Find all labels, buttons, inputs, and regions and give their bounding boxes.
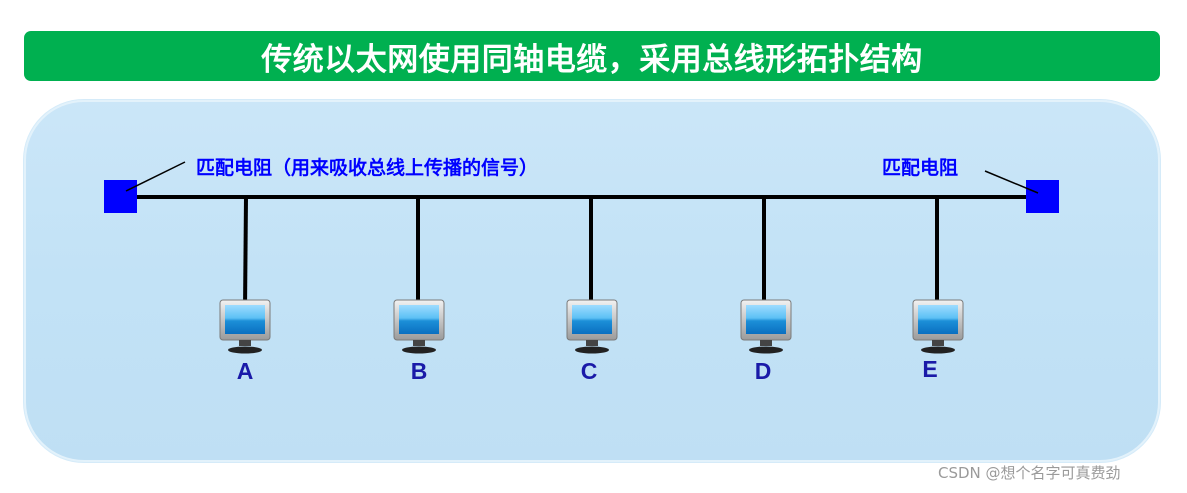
node-label-b: B [411, 358, 428, 384]
watermark-text: CSDN @想个名字可真费劲 [938, 464, 1121, 482]
node-label-d: D [755, 358, 772, 384]
node-label-a: A [237, 358, 254, 384]
computer-icon-d [740, 299, 792, 354]
diagram-title: 传统以太网使用同轴电缆，采用总线形拓扑结构 [261, 41, 923, 78]
computer-icon-c [566, 299, 618, 354]
computer-icon-b [393, 299, 445, 354]
leader-line-left [125, 161, 186, 192]
leader-line-right [984, 170, 1039, 194]
title-banner: 传统以太网使用同轴电缆，采用总线形拓扑结构 [24, 31, 1160, 81]
node-label-c: C [581, 358, 598, 384]
computer-icon-a [219, 299, 271, 354]
terminator-left [104, 180, 137, 213]
computer-icon-e [912, 299, 964, 354]
drop-cable-a [243, 196, 248, 311]
terminator-right [1026, 180, 1059, 213]
node-label-e: E [922, 356, 937, 382]
terminator-left-label: 匹配电阻（用来吸收总线上传播的信号） [196, 156, 538, 179]
terminator-right-label: 匹配电阻 [882, 156, 958, 179]
